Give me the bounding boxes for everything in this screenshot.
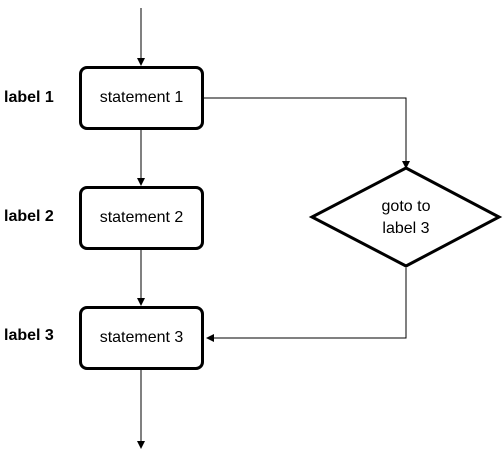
row-label-1: label 1 [4, 89, 54, 106]
statement-box-2: statement 2 [79, 186, 204, 250]
arrow-decision-to-statement-3 [206, 268, 407, 342]
row-label-2: label 2 [4, 208, 54, 225]
statement-1-text: statement 1 [99, 89, 184, 106]
arrow-statement-1-to-decision [204, 97, 410, 169]
decision-diamond [308, 166, 503, 268]
row-label-3: label 3 [4, 327, 54, 344]
decision-line-2: label 3 [382, 220, 430, 237]
statement-3-text: statement 3 [99, 329, 184, 346]
decision-text: goto to label 3 [346, 196, 466, 240]
statement-2-text: statement 2 [99, 209, 184, 226]
statement-box-3: statement 3 [79, 306, 204, 370]
decision-line-1: goto to [381, 198, 431, 215]
statement-box-1: statement 1 [79, 66, 204, 130]
